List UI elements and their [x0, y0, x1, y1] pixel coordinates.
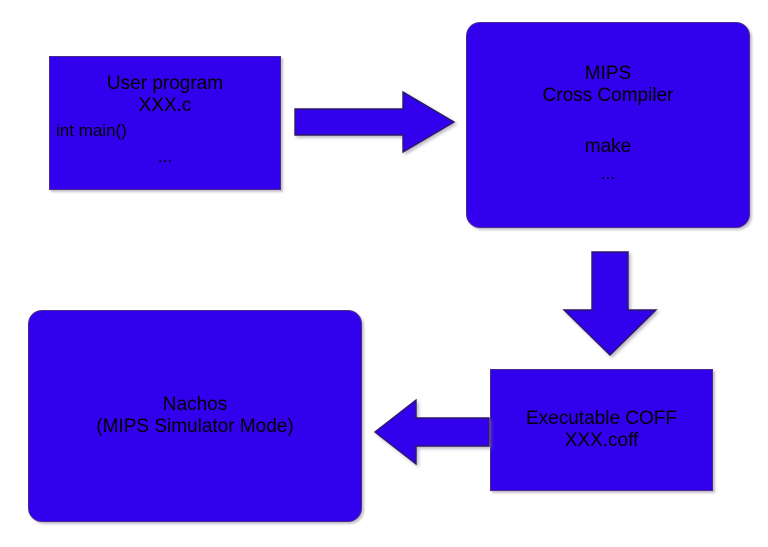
node-coff-line-1: Executable COFF [526, 407, 677, 429]
node-cross-compiler-line-4: ... [600, 164, 616, 184]
node-nachos-line-2: (MIPS Simulator Mode) [96, 416, 294, 437]
node-user-program-line-3: int main() [56, 120, 127, 140]
arrow-compile-right [294, 90, 456, 154]
node-cross-compiler[interactable]: MIPS Cross Compiler make ... [466, 22, 750, 228]
node-coff[interactable]: Executable COFF XXX.coff [490, 369, 713, 491]
node-cross-compiler-line-2: Cross Compiler [542, 85, 674, 107]
node-cross-compiler-line-1: MIPS [584, 63, 632, 84]
arrow-emit-down [562, 251, 658, 356]
node-user-program-line-4: ... [157, 146, 173, 166]
node-user-program[interactable]: User program XXX.c int main() ... [49, 56, 281, 190]
node-cross-compiler-line-3: make [584, 135, 632, 157]
node-user-program-line-1: User program [106, 73, 224, 94]
node-nachos-line-1: Nachos [162, 393, 228, 415]
node-coff-line-2: XXX.coff [564, 430, 639, 451]
node-user-program-line-2: XXX.c [138, 95, 192, 117]
arrow-load-left [373, 398, 490, 466]
node-nachos[interactable]: Nachos (MIPS Simulator Mode) [28, 310, 362, 522]
